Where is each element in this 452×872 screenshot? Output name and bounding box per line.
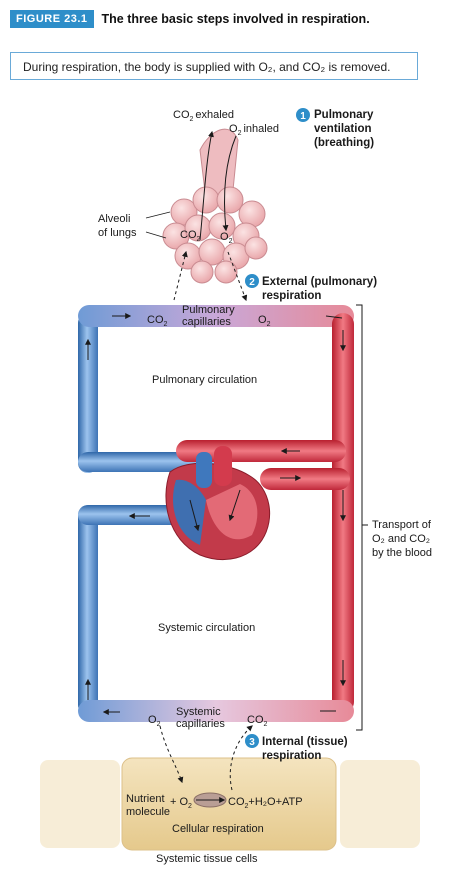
svg-text:2: 2 — [249, 277, 255, 288]
figure-title: The three basic steps involved in respir… — [101, 12, 370, 26]
step-3-line-2: respiration — [262, 750, 321, 762]
step-1-badge: 1 — [296, 108, 310, 122]
nutrient-label-1: Nutrient — [126, 793, 165, 805]
svg-text:3: 3 — [249, 737, 255, 748]
gas-arrows-lungs — [173, 130, 248, 302]
tissue-cells-label: Systemic tissue cells — [156, 853, 258, 865]
sys-cap-label-2: capillaries — [176, 718, 225, 730]
tissue-cells — [40, 757, 420, 851]
co2-alveoli-label: CO2 — [180, 229, 201, 243]
pulmonary-circuit — [78, 305, 354, 713]
transport-bracket — [356, 304, 363, 731]
nutrient-label-2: molecule — [126, 806, 170, 818]
transport-label-3: by the blood — [372, 547, 432, 559]
co2-pulm-cap-label: CO2 — [147, 314, 168, 328]
plus-o2-label: + O2 — [170, 796, 192, 810]
o2-sys-cap-label: O2 — [148, 714, 161, 728]
pulmonary-circulation-label: Pulmonary circulation — [152, 374, 257, 386]
alveoli — [162, 128, 268, 284]
o2-alveoli-label: O2 — [220, 231, 233, 245]
o2-pulm-cap-label: O2 — [258, 314, 271, 328]
systemic-circulation-label: Systemic circulation — [158, 622, 255, 634]
step-1-line-1: Pulmonary — [314, 109, 374, 121]
step-2-line-1: External (pulmonary) — [262, 276, 377, 288]
figure-badge: FIGURE 23.1 — [10, 10, 94, 28]
heart — [165, 446, 271, 561]
step-3-badge: 3 — [245, 734, 259, 748]
step-1-line-2: ventilation — [314, 123, 372, 135]
svg-text:1: 1 — [300, 111, 306, 122]
cellular-respiration-label: Cellular respiration — [172, 823, 264, 835]
pulm-cap-label-2: capillaries — [182, 316, 231, 328]
step-1-line-3: (breathing) — [314, 137, 374, 149]
caption-box: During respiration, the body is supplied… — [10, 52, 418, 80]
alveoli-label-1: Alveoli — [98, 213, 130, 225]
sys-cap-label-1: Systemic — [176, 706, 221, 718]
step-2-badge: 2 — [245, 274, 259, 288]
alveoli-label-2: of lungs — [98, 227, 137, 239]
flow-arrows — [85, 313, 346, 715]
co2-sys-cap-label: CO2 — [247, 714, 268, 728]
pulm-cap-label-1: Pulmonary — [182, 304, 235, 316]
step-2-line-2: respiration — [262, 290, 321, 302]
gas-arrows-tissue — [159, 725, 253, 808]
step-3-line-1: Internal (tissue) — [262, 736, 348, 748]
figure-header: FIGURE 23.1 The three basic steps involv… — [10, 10, 370, 28]
transport-label-1: Transport of — [372, 519, 432, 531]
transport-label-2: O₂ and CO₂ — [372, 533, 430, 545]
products-label: CO2+H₂O+ATP — [228, 796, 303, 810]
